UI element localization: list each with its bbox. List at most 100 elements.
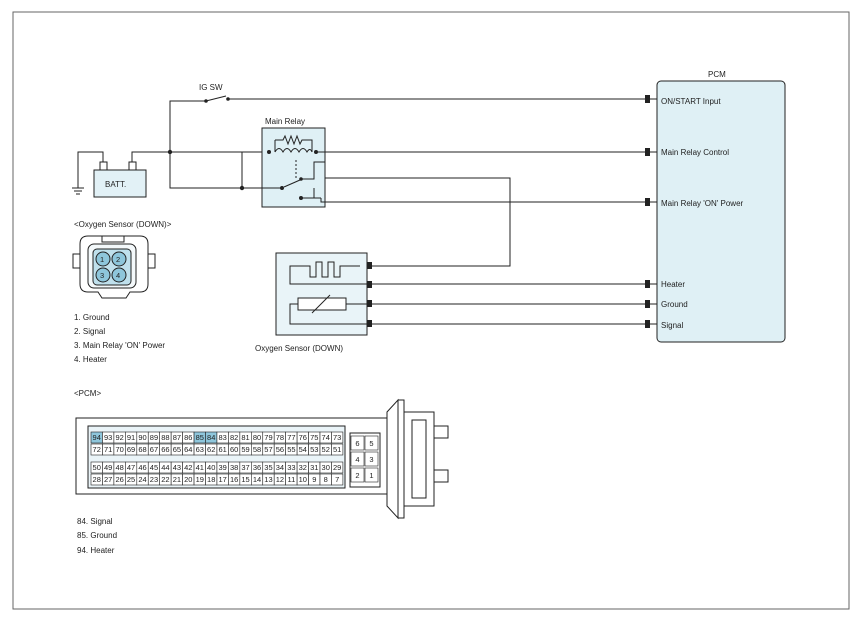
pcm-side-pin-number: 6 [355,439,359,448]
oxygen-sensor-connector: <Oxygen Sensor (DOWN)> 1 2 3 4 [72,220,172,299]
pcm-pin-number: 20 [184,475,192,484]
pcm-pin-number: 70 [115,445,123,454]
pcm-pin-number: 42 [184,463,192,472]
pcm-side-pin-number: 1 [369,471,373,480]
pcm-pin-number: 8 [324,475,328,484]
pcm-pin-number: 67 [150,445,158,454]
pcm-pin-number: 32 [299,463,307,472]
pcm-pin-number: 13 [264,475,272,484]
pcm-pin-number: 17 [219,475,227,484]
pcm-pin-list: 84. Signal 85. Ground 94. Heater [77,517,117,555]
pcm-pin-number: 43 [173,463,181,472]
pcm-pin-on-start: ON/START Input [661,97,721,106]
pcm-pin-cell [331,443,344,456]
pcm-pin-number: 27 [104,475,112,484]
pcm-pin-number: 7 [335,475,339,484]
battery-terminal-minus [99,161,108,171]
pcm-pin-signal: Signal [661,321,683,330]
relay-contact-icon [283,179,301,188]
pcm-pin-heater: Heater [661,280,685,289]
o2-connector-title: <Oxygen Sensor (DOWN)> [74,220,172,229]
pcm-pin-number: 52 [322,445,330,454]
pcm-pin-number: 18 [207,475,215,484]
o2-pin-2-label: 2 [116,255,120,264]
pcm-pin-number: 38 [230,463,238,472]
pcm-pin-number: 35 [264,463,272,472]
pcm-pin-number: 30 [322,463,330,472]
relay-coil-icon [274,148,313,154]
oxygen-sensor: Oxygen Sensor (DOWN) [255,252,645,353]
ig-switch-label: IG SW [199,83,223,92]
pcm-pin-ground: Ground [661,300,688,309]
pcm-pin-number: 82 [230,433,238,442]
pcm-pin-number: 56 [276,445,284,454]
pcm-pin-number: 22 [161,475,169,484]
pcm-pin-number: 81 [241,433,249,442]
pcm-pin-number: 57 [264,445,272,454]
pcm-pin-list-item: 84. Signal [77,517,113,526]
pcm-pin-number: 78 [276,433,284,442]
pcm-pin-main-relay-power: Main Relay 'ON' Power [661,199,744,208]
pcm-pin-number: 40 [207,463,215,472]
battery-ground-wire [77,151,104,188]
pcm-pin-number: 19 [196,475,204,484]
pcm-pin-number: 36 [253,463,261,472]
pcm-pin-number: 50 [93,463,101,472]
pcm-pin-number: 85 [196,433,204,442]
pcm-pin-cell [331,431,344,444]
pcm-pin-number: 80 [253,433,261,442]
pcm-side-pin-cell [364,451,379,467]
pcm-pin-number: 69 [127,445,135,454]
pcm-pin-number: 25 [127,475,135,484]
pcm-pin-main-relay-control: Main Relay Control [661,148,729,157]
pcm-pin-number: 74 [322,433,330,442]
o2-pin-4-label: 4 [116,271,120,280]
pcm-side-pin-number: 2 [355,471,359,480]
pcm-pin-number: 14 [253,475,261,484]
main-relay: Main Relay [239,117,645,267]
pcm-pin-number: 33 [287,463,295,472]
pcm-side-pin-number: 3 [369,455,373,464]
pcm-pin-number: 58 [253,445,261,454]
pcm-pin-number: 49 [104,463,112,472]
pcm-pin-number: 41 [196,463,204,472]
pcm-pin-number: 62 [207,445,215,454]
pcm-pin-number: 84 [207,433,215,442]
battery: BATT. [72,151,242,198]
pcm-side-pin-cell [350,467,365,483]
pcm-pin-number: 59 [241,445,249,454]
pcm-pin-number: 39 [219,463,227,472]
pcm-pin-number: 44 [161,463,169,472]
pcm-pin-number: 55 [287,445,295,454]
oxygen-sensor-label: Oxygen Sensor (DOWN) [255,344,343,353]
pcm-pin-list-item: 94. Heater [77,546,115,555]
pcm-pin-number: 11 [287,475,295,484]
main-relay-label: Main Relay [265,117,305,126]
battery-body [93,169,147,198]
o2-pin-3 [95,267,111,283]
pcm-pin-number: 91 [127,433,135,442]
pcm-pin-number: 12 [276,475,284,484]
o2-pin-list-item: 2. Signal [74,327,105,336]
resistor-icon [275,134,313,152]
battery-positive-wire [131,151,242,162]
pcm-pin-number: 34 [276,463,284,472]
relay-on-power-wire [320,198,645,203]
pcm-connector-title: <PCM> [74,389,101,398]
pcm-pin-number: 47 [127,463,135,472]
pcm-pin-number: 10 [299,475,307,484]
pcm-pin-number: 48 [115,463,123,472]
o2-pin-list-item: 3. Main Relay 'ON' Power [74,341,165,350]
o2-pin-4 [111,267,127,283]
pcm-title: PCM [708,70,726,79]
pcm-pin-number: 75 [310,433,318,442]
pcm-pin-number: 51 [333,445,341,454]
pcm-pin-number: 60 [230,445,238,454]
pcm-pin-number: 79 [264,433,272,442]
pcm-pin-number: 9 [312,475,316,484]
pcm-pin-number: 37 [241,463,249,472]
pcm-pin-number: 31 [310,463,318,472]
pcm-pin-number: 53 [310,445,318,454]
